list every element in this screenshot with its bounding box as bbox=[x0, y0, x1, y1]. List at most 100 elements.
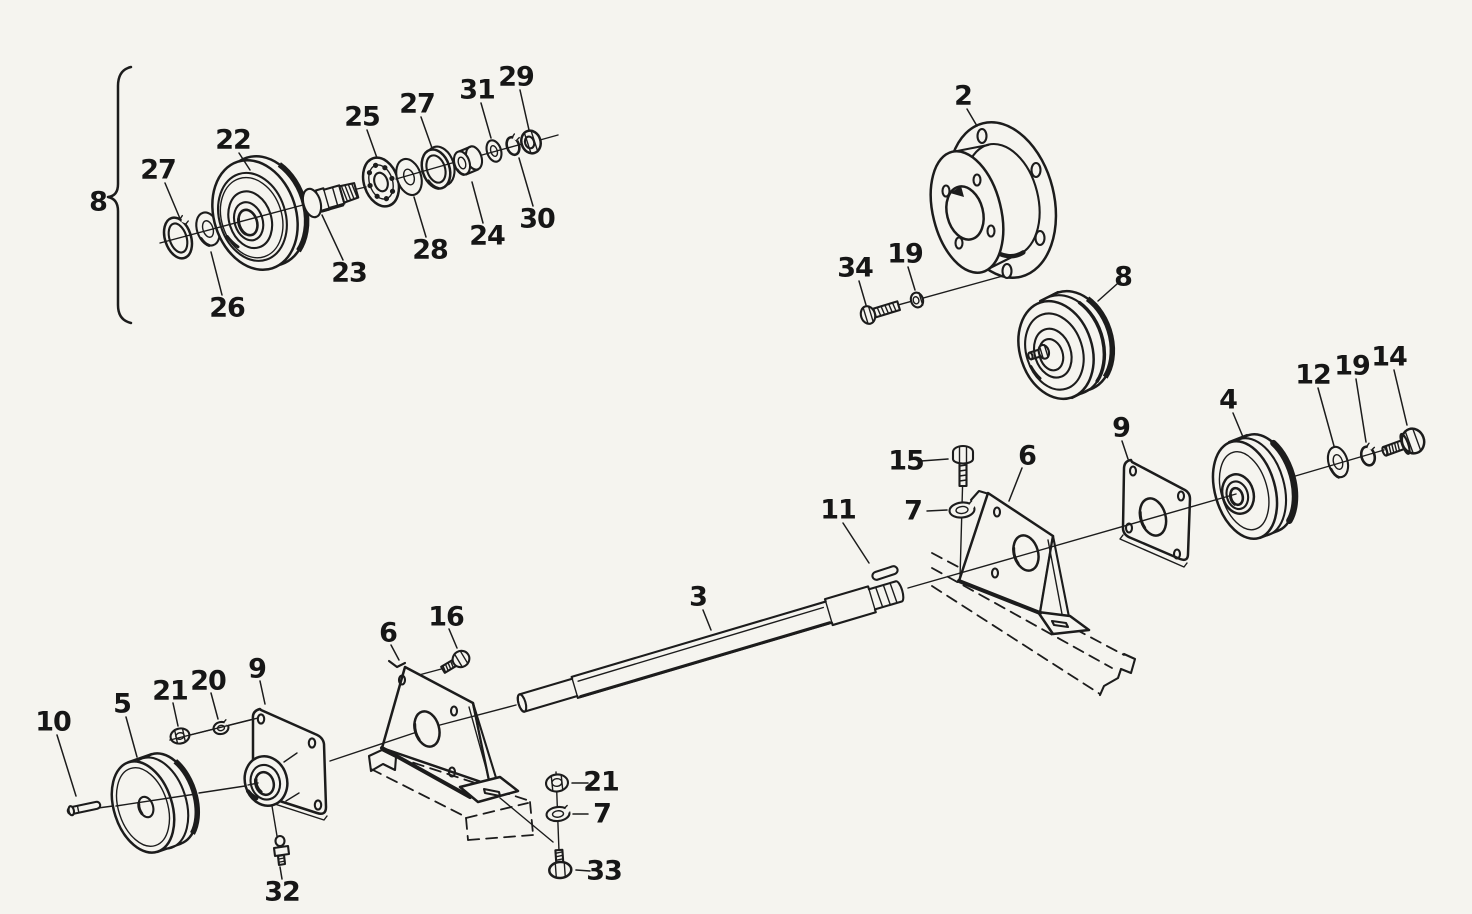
leader-lock-washer-19-right bbox=[1355, 378, 1367, 443]
pulley-sheave-22 bbox=[211, 155, 310, 271]
leader-retaining-ring-27-right bbox=[420, 116, 433, 149]
flange-hub-2 bbox=[929, 121, 1058, 280]
bearing-plate-9-right-bore bbox=[1138, 497, 1168, 537]
pulley-4 bbox=[1211, 432, 1299, 541]
callout-lock-washer-30: 30 bbox=[519, 204, 555, 235]
nut-29 bbox=[520, 129, 542, 155]
leader-retaining-ring-27-left bbox=[164, 182, 182, 222]
bolt-33 bbox=[548, 848, 573, 880]
leader-idler-pulley-assembly-8 bbox=[1097, 283, 1118, 302]
callout-lock-washer-7-right: 7 bbox=[904, 496, 922, 527]
shaft-3 bbox=[516, 580, 905, 713]
callout-retaining-ring-27-right: 27 bbox=[399, 89, 435, 120]
bearing-plate-9-right bbox=[1119, 458, 1192, 568]
center-lines-over bbox=[97, 134, 1385, 809]
leader-bracket-6-left bbox=[390, 644, 400, 661]
nut-19-left bbox=[909, 291, 925, 309]
bracket-6-left bbox=[380, 659, 520, 804]
callout-bearing-flange-9-left: 9 bbox=[248, 654, 266, 685]
flange-hub-2-keyway bbox=[950, 186, 964, 197]
leader-washer-26 bbox=[210, 251, 223, 296]
washer-12 bbox=[1326, 445, 1350, 479]
key-11 bbox=[871, 565, 899, 581]
leader-bolt-14 bbox=[1393, 369, 1408, 426]
leader-ball-bearing-25 bbox=[366, 129, 378, 159]
callout-key-11: 11 bbox=[820, 495, 856, 526]
leader-lock-washer-30 bbox=[518, 157, 534, 207]
leader-pulley-4 bbox=[1232, 412, 1244, 438]
nut-21-bottom bbox=[544, 773, 570, 793]
callout-ball-bearing-25: 25 bbox=[344, 102, 380, 133]
leader-lock-washer-20 bbox=[210, 692, 219, 720]
leader-washer-31 bbox=[480, 102, 492, 139]
callout-pulley-assembly-8-group: 8 bbox=[89, 187, 107, 218]
callout-bearing-plate-9-right: 9 bbox=[1112, 413, 1130, 444]
callout-spacer-bushing-24: 24 bbox=[469, 221, 505, 252]
callout-grease-fitting-32: 32 bbox=[264, 877, 300, 908]
bracket-6-right bbox=[957, 489, 1091, 636]
callout-bolt-15: 15 bbox=[888, 446, 924, 477]
bracket-6-right-bore bbox=[1012, 534, 1040, 572]
callout-nut-19-left: 19 bbox=[887, 239, 923, 270]
leader-lock-washer-7-right bbox=[926, 509, 948, 512]
callout-washer-31: 31 bbox=[459, 75, 495, 106]
callout-lock-washer-19-right: 19 bbox=[1334, 351, 1370, 382]
pulley-5 bbox=[110, 752, 201, 854]
leader-bolt-33 bbox=[575, 869, 591, 872]
bracket-6-left-bore bbox=[413, 710, 441, 748]
callout-washer-26: 26 bbox=[209, 293, 245, 324]
callout-bracket-6-right: 6 bbox=[1018, 441, 1036, 472]
assembly-brace bbox=[106, 65, 133, 325]
pin-10 bbox=[66, 800, 102, 817]
idler-pulley-assembly-8 bbox=[1017, 289, 1116, 401]
callout-bolt-33: 33 bbox=[586, 856, 622, 887]
callout-axle-bolt-23: 23 bbox=[331, 258, 367, 289]
washer-28 bbox=[395, 157, 423, 197]
idler-pulley-8-stub-axle bbox=[1027, 343, 1051, 361]
callout-pin-10: 10 bbox=[35, 707, 71, 738]
lock-washer-19-right bbox=[1359, 442, 1377, 467]
bracket-6-left-tab-hole bbox=[397, 674, 407, 686]
callout-nut-21-bottom: 21 bbox=[583, 767, 619, 798]
flange-hub-2-bore bbox=[945, 185, 985, 241]
callout-nut-21-left: 21 bbox=[152, 676, 188, 707]
callout-pulley-sheave-22: 22 bbox=[215, 125, 251, 156]
callout-washer-12: 12 bbox=[1295, 360, 1331, 391]
bolt-16 bbox=[440, 649, 471, 674]
lock-washer-20 bbox=[212, 719, 230, 736]
leader-bearing-flange-9-left bbox=[259, 680, 266, 705]
callout-shaft-3: 3 bbox=[689, 582, 707, 613]
callout-pulley-5: 5 bbox=[113, 689, 131, 720]
nut-21-left bbox=[169, 727, 191, 745]
callout-bolt-14: 14 bbox=[1371, 342, 1407, 373]
leader-bolt-34 bbox=[858, 280, 867, 306]
leader-nut-21-left bbox=[172, 702, 179, 727]
callout-bolt-34: 34 bbox=[837, 253, 873, 284]
rail-right-end-cap bbox=[1098, 652, 1137, 697]
leader-grease-fitting-32 bbox=[279, 866, 283, 880]
callout-lock-washer-7-bottom: 7 bbox=[593, 799, 611, 830]
leader-pulley-5 bbox=[125, 716, 138, 758]
leader-key-11 bbox=[842, 522, 870, 564]
callout-lock-washer-20: 20 bbox=[190, 666, 226, 697]
leader-nut-19-left bbox=[907, 266, 916, 291]
leader-spacer-bushing-24 bbox=[471, 181, 484, 224]
leader-washer-12 bbox=[1317, 387, 1335, 447]
bolt-14 bbox=[1381, 427, 1426, 457]
callout-nut-29: 29 bbox=[498, 62, 534, 93]
pulley-5-bore bbox=[137, 795, 155, 819]
leader-shaft-3 bbox=[702, 609, 712, 631]
leader-washer-28 bbox=[413, 196, 427, 238]
bracket-6-right-slot bbox=[1050, 619, 1070, 629]
callout-flange-hub-2: 2 bbox=[954, 81, 972, 112]
bolt-15 bbox=[951, 444, 975, 488]
axle-bolt-23 bbox=[301, 182, 360, 219]
lock-washer-7-right bbox=[948, 500, 976, 519]
pulley-4-hub bbox=[1220, 473, 1256, 515]
callout-bracket-6-left: 6 bbox=[379, 618, 397, 649]
leader-flange-hub-2 bbox=[966, 108, 978, 127]
leader-bolt-16 bbox=[448, 628, 458, 649]
lock-washer-7-bottom bbox=[545, 804, 571, 823]
